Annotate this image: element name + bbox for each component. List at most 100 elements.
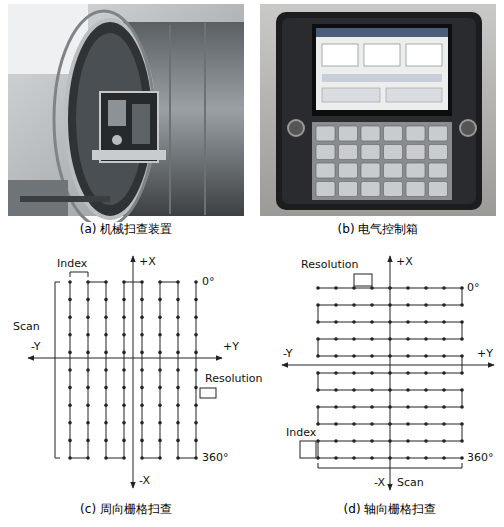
control-box-photo-part bbox=[406, 44, 442, 66]
control-box-photo-part bbox=[364, 44, 400, 66]
axial-scan-diagram-part-part bbox=[424, 337, 428, 341]
axial-scan-diagram-part-part bbox=[460, 439, 464, 443]
axial-scan-diagram-part-part bbox=[406, 422, 410, 426]
circumferential-scan-diagram-part-part bbox=[104, 403, 108, 407]
axial-scan-diagram-part-part bbox=[388, 371, 392, 375]
axial-scan-diagram-part-part bbox=[352, 337, 356, 341]
axial-scan-diagram-part-part bbox=[352, 354, 356, 358]
axial-scan-diagram-part-part bbox=[388, 405, 392, 409]
keypad-part bbox=[406, 145, 425, 160]
axial-scan-diagram-part-part bbox=[406, 337, 410, 341]
keypad-part bbox=[429, 145, 448, 160]
scanner-photo-part bbox=[132, 104, 150, 144]
axial-scan-diagram-part-part bbox=[424, 422, 428, 426]
axial-scan-diagram-part-part bbox=[370, 405, 374, 409]
keypad-part bbox=[361, 145, 380, 160]
axial-scan-diagram-part-part bbox=[442, 371, 446, 375]
figure-caption: (a) 机械扫查装置 bbox=[79, 222, 174, 237]
control-box-photo-part bbox=[312, 24, 452, 116]
circumferential-scan-diagram-part-part bbox=[176, 456, 180, 460]
circumferential-scan-diagram-part-part bbox=[140, 280, 144, 284]
scanner-photo bbox=[8, 4, 244, 227]
circumferential-scan-diagram bbox=[28, 256, 222, 488]
axial-scan-diagram-part-part bbox=[442, 422, 446, 426]
axial-scan-diagram-part-part bbox=[406, 388, 410, 392]
axial-scan-diagram-part-part bbox=[424, 320, 428, 324]
axial-scan-diagram-part-part bbox=[388, 422, 392, 426]
axial-scan-diagram-part-part bbox=[370, 439, 374, 443]
dimension-label: Resolution bbox=[300, 258, 359, 271]
axial-scan-diagram-part-part bbox=[316, 337, 320, 341]
axial-scan-diagram-part-part bbox=[334, 320, 338, 324]
keypad bbox=[316, 126, 448, 197]
keypad-part bbox=[384, 182, 403, 197]
axial-scan-diagram-part-part bbox=[460, 320, 464, 324]
axis-label: Index bbox=[285, 426, 317, 439]
circumferential-scan-diagram-part-part bbox=[104, 351, 108, 355]
circumferential-scan-diagram-part-part bbox=[86, 403, 90, 407]
axial-scan-diagram-part bbox=[318, 463, 462, 468]
circumferential-scan-diagram-part-part bbox=[86, 351, 90, 355]
circumferential-scan-diagram-part-part bbox=[194, 368, 198, 372]
circumferential-scan-diagram-part-part bbox=[158, 403, 162, 407]
figure-caption: (c) 周向栅格扫查 bbox=[79, 502, 173, 517]
circumferential-scan-diagram-part-part bbox=[140, 421, 144, 425]
circumferential-scan-diagram-part-part bbox=[68, 298, 72, 302]
circumferential-scan-diagram-part bbox=[133, 256, 134, 488]
circumferential-scan-diagram-part-part bbox=[158, 298, 162, 302]
keypad-part bbox=[361, 182, 380, 197]
axis-label: Scan bbox=[12, 320, 41, 333]
axial-scan-diagram-part-part bbox=[316, 303, 320, 307]
axial-scan-diagram-part-part bbox=[460, 286, 464, 290]
axial-scan-diagram-part-part bbox=[334, 371, 338, 375]
keypad-part bbox=[339, 163, 358, 178]
axial-scan-diagram-part-part bbox=[406, 456, 410, 460]
circumferential-scan-diagram-part-part bbox=[140, 386, 144, 390]
circumferential-scan-diagram-part-part bbox=[86, 333, 90, 337]
circumferential-scan-diagram-part bbox=[55, 282, 60, 458]
axial-scan-diagram-part-part bbox=[424, 371, 428, 375]
axial-scan-diagram-part bbox=[318, 288, 462, 458]
axial-scan-diagram-part-part bbox=[316, 388, 320, 392]
circumferential-scan-diagram-part-part bbox=[158, 315, 162, 319]
axial-scan-diagram-part-part bbox=[352, 422, 356, 426]
axial-scan-diagram-part-part bbox=[316, 405, 320, 409]
circumferential-scan-diagram-part-part bbox=[68, 333, 72, 337]
axial-scan-diagram-part-part bbox=[334, 439, 338, 443]
circumferential-scan-diagram-part-part bbox=[140, 368, 144, 372]
axial-scan-diagram-part-part bbox=[460, 337, 464, 341]
circumferential-scan-diagram-part-part bbox=[176, 298, 180, 302]
circumferential-scan-diagram-part-part bbox=[158, 421, 162, 425]
keypad-part bbox=[339, 145, 358, 160]
circumferential-scan-diagram-part-part bbox=[68, 456, 72, 460]
scanner-photo-part bbox=[92, 150, 166, 160]
control-box-photo-part bbox=[460, 120, 476, 136]
control-box-photo-part bbox=[322, 88, 380, 102]
axial-scan-diagram-part-part bbox=[442, 388, 446, 392]
axial-scan-diagram-part-part bbox=[370, 286, 374, 290]
axial-scan-diagram-part-part bbox=[316, 354, 320, 358]
axial-scan-diagram-part-part bbox=[334, 388, 338, 392]
axial-scan-diagram-part-part bbox=[334, 337, 338, 341]
control-box-photo-part bbox=[276, 12, 482, 210]
scanner-photo-part bbox=[20, 196, 110, 202]
circumferential-scan-diagram-part-part bbox=[68, 351, 72, 355]
circumferential-scan-diagram-part-part bbox=[122, 439, 126, 443]
axial-scan-diagram-part-part bbox=[370, 388, 374, 392]
axial-scan-diagram-part-part bbox=[334, 286, 338, 290]
circumferential-scan-diagram-part-part bbox=[86, 315, 90, 319]
circumferential-scan-diagram-part-part bbox=[68, 280, 72, 284]
axial-scan-diagram-part-part bbox=[352, 320, 356, 324]
axial-scan-diagram-part-part bbox=[424, 456, 428, 460]
axial-scan-diagram-part-part bbox=[334, 456, 338, 460]
keypad-part bbox=[429, 163, 448, 178]
circumferential-scan-diagram-part-part bbox=[158, 386, 162, 390]
angle-label: 360° bbox=[201, 451, 230, 464]
axial-scan-diagram-part-part bbox=[442, 303, 446, 307]
circumferential-scan-diagram-part-part bbox=[176, 280, 180, 284]
circumferential-scan-diagram-part-part bbox=[158, 439, 162, 443]
circumferential-scan-diagram-part-part bbox=[104, 456, 108, 460]
axis-label: -Y bbox=[282, 347, 293, 360]
circumferential-scan-diagram-part-part bbox=[68, 403, 72, 407]
control-box-photo-part bbox=[322, 44, 358, 66]
